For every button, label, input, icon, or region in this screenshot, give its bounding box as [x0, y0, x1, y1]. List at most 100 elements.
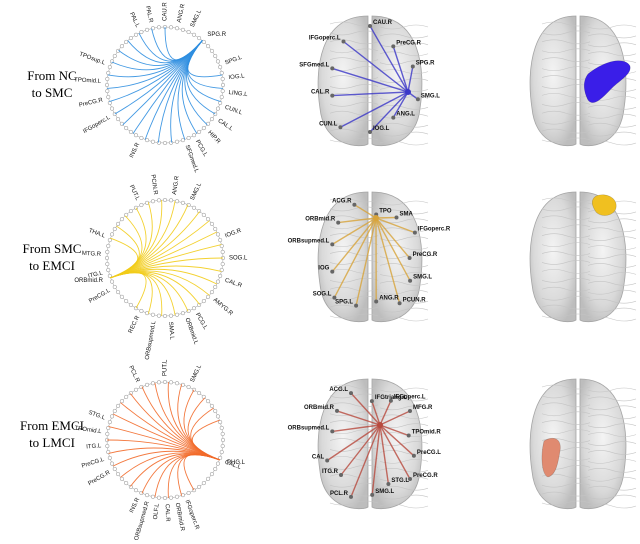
chord-link [187, 40, 223, 89]
brain-hub-node [377, 422, 383, 428]
brain-link [392, 91, 409, 118]
brain-node-label: SMG.L [413, 275, 432, 281]
chord-node-label: ITG.L [86, 443, 102, 450]
chord-node [124, 299, 129, 304]
chord-node [220, 76, 225, 81]
gyrus-line [587, 432, 637, 437]
chord-node [128, 302, 133, 307]
gyrus-line [329, 215, 379, 221]
brain-link [343, 40, 409, 93]
chord-node-label: PUT.L [128, 184, 141, 202]
brain-3d-region [529, 191, 637, 323]
chord-node-label: PCG.L [194, 312, 209, 331]
chord-node [112, 284, 117, 290]
gyrus-line [587, 140, 637, 146]
chord-node [128, 209, 133, 214]
brain-node [349, 494, 353, 499]
brain-node [394, 215, 399, 220]
chord-node [119, 294, 124, 299]
chord-node [220, 249, 225, 254]
gyrus-line [541, 313, 591, 319]
brain-node [330, 66, 335, 71]
gyrus-line [541, 128, 591, 134]
brain-node [368, 130, 372, 134]
gyrus-line [329, 260, 379, 265]
chord-node [175, 139, 180, 144]
gyrus-line [379, 33, 429, 39]
brain-node [336, 220, 341, 225]
gyrus-line [541, 411, 591, 417]
chord-node [105, 262, 110, 267]
brain-link [340, 91, 409, 128]
chord-node-label: CUN.L [224, 105, 244, 117]
chord-node [107, 273, 112, 278]
brain-link [331, 217, 377, 273]
gyrus-line [587, 51, 637, 57]
brain-node-label: PCL.R [330, 491, 349, 497]
chord-node [169, 313, 174, 318]
chord-link [164, 26, 203, 61]
chord-node [156, 140, 161, 145]
chord-link [106, 439, 220, 461]
chord-node [220, 437, 226, 443]
chord-node [150, 312, 155, 317]
gyrus-line [541, 215, 591, 221]
chord-node [150, 494, 155, 499]
chord-link [110, 204, 189, 279]
chord-node [124, 481, 129, 486]
chord-node [105, 431, 110, 436]
gyrus-line [379, 245, 429, 250]
gyrus-line [379, 51, 429, 57]
brain-node-label: ACG.L [329, 387, 348, 393]
chord-node-label: ORBmid.R [174, 502, 185, 532]
gyrus-line [329, 438, 379, 443]
chord-node [215, 59, 221, 64]
brain-link [333, 217, 377, 298]
brain-node [415, 97, 420, 102]
brain-hub-node [405, 89, 411, 95]
chord-node [206, 217, 211, 222]
gyrus-line [329, 84, 379, 89]
gyrus-line [541, 242, 591, 247]
chord-node [162, 379, 168, 385]
chord-node-label: SOG.L [229, 256, 248, 262]
brain-node-label: IFGoperc.R [418, 227, 451, 233]
chord-node-label: ORBsupmed.L [145, 320, 158, 360]
gyrus-line [541, 500, 591, 506]
brain-node-label: PreCG.L [417, 450, 441, 456]
gyrus-line [587, 494, 637, 500]
gyrus-line [541, 402, 591, 408]
brain-node-label: ANG.R [379, 296, 399, 302]
chord-node-label: PUT.L [163, 359, 169, 376]
brain-link [379, 424, 409, 437]
chord-node [119, 476, 124, 481]
chord-node-label: PCIN.R [149, 174, 158, 196]
brain-node [352, 202, 357, 207]
chord-node [213, 408, 218, 414]
left-hemisphere [317, 378, 369, 510]
brain-node-label: IFGtriang.L [375, 395, 407, 401]
chord-node [169, 495, 174, 500]
row-label-line1: From NC [27, 68, 76, 83]
gyrus-line [587, 272, 637, 277]
chord-node-label: IOG.L [228, 73, 245, 81]
chord-node [150, 139, 155, 144]
chord-node [213, 284, 218, 290]
chord-node-label: CAL.L [224, 460, 242, 472]
chord-node-label: REC.R [128, 314, 142, 334]
gyrus-line [379, 122, 429, 128]
chord-node [107, 455, 112, 460]
brain-link [375, 217, 416, 234]
gyrus-line [541, 48, 591, 54]
chord-node [145, 27, 150, 32]
gyrus-line [329, 473, 379, 479]
brain-node-label: PreCG.R [413, 252, 438, 258]
gyrus-line [379, 227, 429, 233]
chord-node [213, 111, 218, 117]
gyrus-line [329, 75, 379, 80]
gyrus-line [541, 110, 591, 116]
chord-node [209, 221, 214, 226]
brain-node-label: PCUN.R [403, 297, 427, 303]
chord-node [220, 444, 225, 449]
